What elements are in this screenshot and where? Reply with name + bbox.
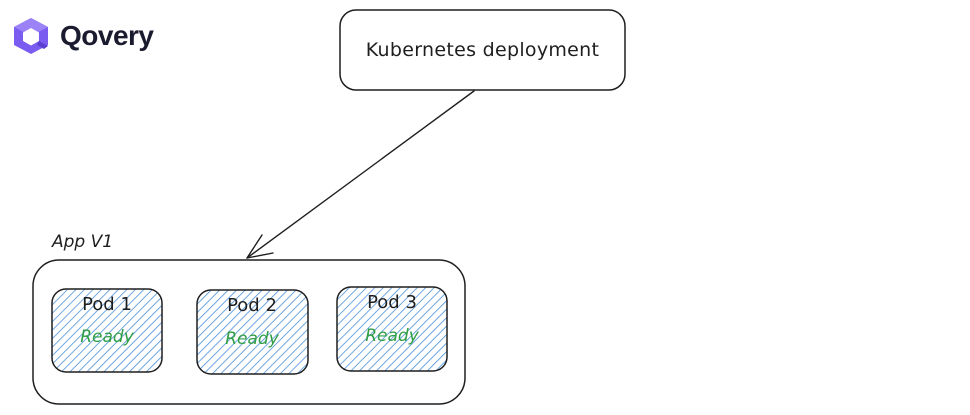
pod-box-1 [51,288,163,373]
pod-box-3 [336,286,448,372]
deployment-label: Kubernetes deployment [365,39,600,61]
pod-status-1: Ready [80,327,134,347]
app-label: App V1 [52,232,114,252]
deployment-arrow [246,90,475,259]
qovery-logo-text: Qovery [60,20,154,51]
pod-box-2 [196,289,309,375]
app-container [32,259,466,405]
pod-name-3: Pod 3 [367,292,417,313]
deployment-box [339,9,626,91]
pod-status-2: Ready [225,329,279,349]
pod-name-2: Pod 2 [227,295,277,316]
pod-status-3: Ready [365,326,419,346]
pod-name-1: Pod 1 [82,294,132,315]
qovery-logo-icon [14,18,48,54]
qovery-logo: Qovery [10,16,154,56]
